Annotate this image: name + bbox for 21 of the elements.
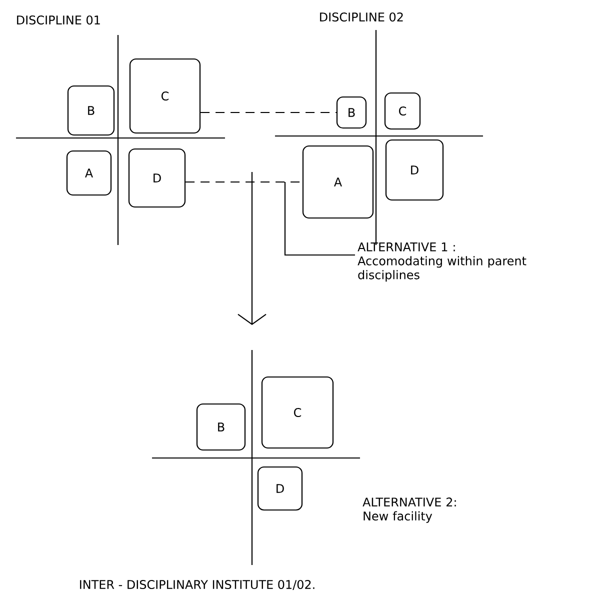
room-box: B bbox=[196, 403, 246, 451]
leader-line bbox=[284, 182, 355, 256]
note-text: New facility bbox=[364, 511, 432, 523]
room-box: A bbox=[66, 150, 112, 196]
heading: ALTERNATIVE 1 : bbox=[358, 242, 455, 252]
room-box: D bbox=[257, 466, 303, 511]
diagram-label: DISCIPLINE 01 bbox=[17, 15, 100, 25]
room-box: B bbox=[336, 96, 367, 129]
room-box: D bbox=[128, 148, 186, 208]
room-box: B bbox=[67, 85, 115, 136]
note-text: Accomodating within parent disciplines bbox=[358, 256, 526, 282]
dashed-line bbox=[186, 181, 302, 183]
diagram-label: DISCIPLINE 02 bbox=[320, 12, 403, 22]
room-box: C bbox=[129, 58, 201, 134]
room-box: C bbox=[261, 376, 334, 449]
dashed-line bbox=[200, 112, 336, 114]
room-box: D bbox=[385, 139, 444, 201]
room-box: C bbox=[384, 92, 421, 130]
room-box: A bbox=[302, 145, 374, 219]
heading: ALTERNATIVE 2: bbox=[362, 498, 456, 506]
diagram-label: INTER - DISCIPLINARY INSTITUTE 01/02. bbox=[80, 580, 314, 590]
